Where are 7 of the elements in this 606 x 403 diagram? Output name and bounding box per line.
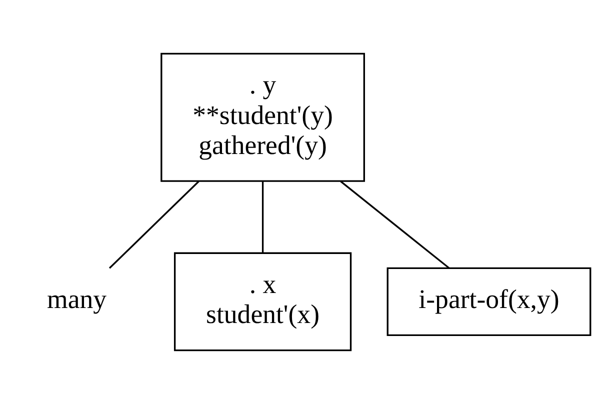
connector	[108, 180, 200, 268]
node-text: many	[47, 284, 107, 314]
node-box: i-part-of(x,y)	[386, 266, 592, 336]
connector	[262, 180, 264, 253]
node-box: . x student'(x)	[174, 252, 352, 351]
node-box: . y **student'(y) gathered'(y)	[160, 52, 365, 182]
connector	[340, 180, 450, 268]
